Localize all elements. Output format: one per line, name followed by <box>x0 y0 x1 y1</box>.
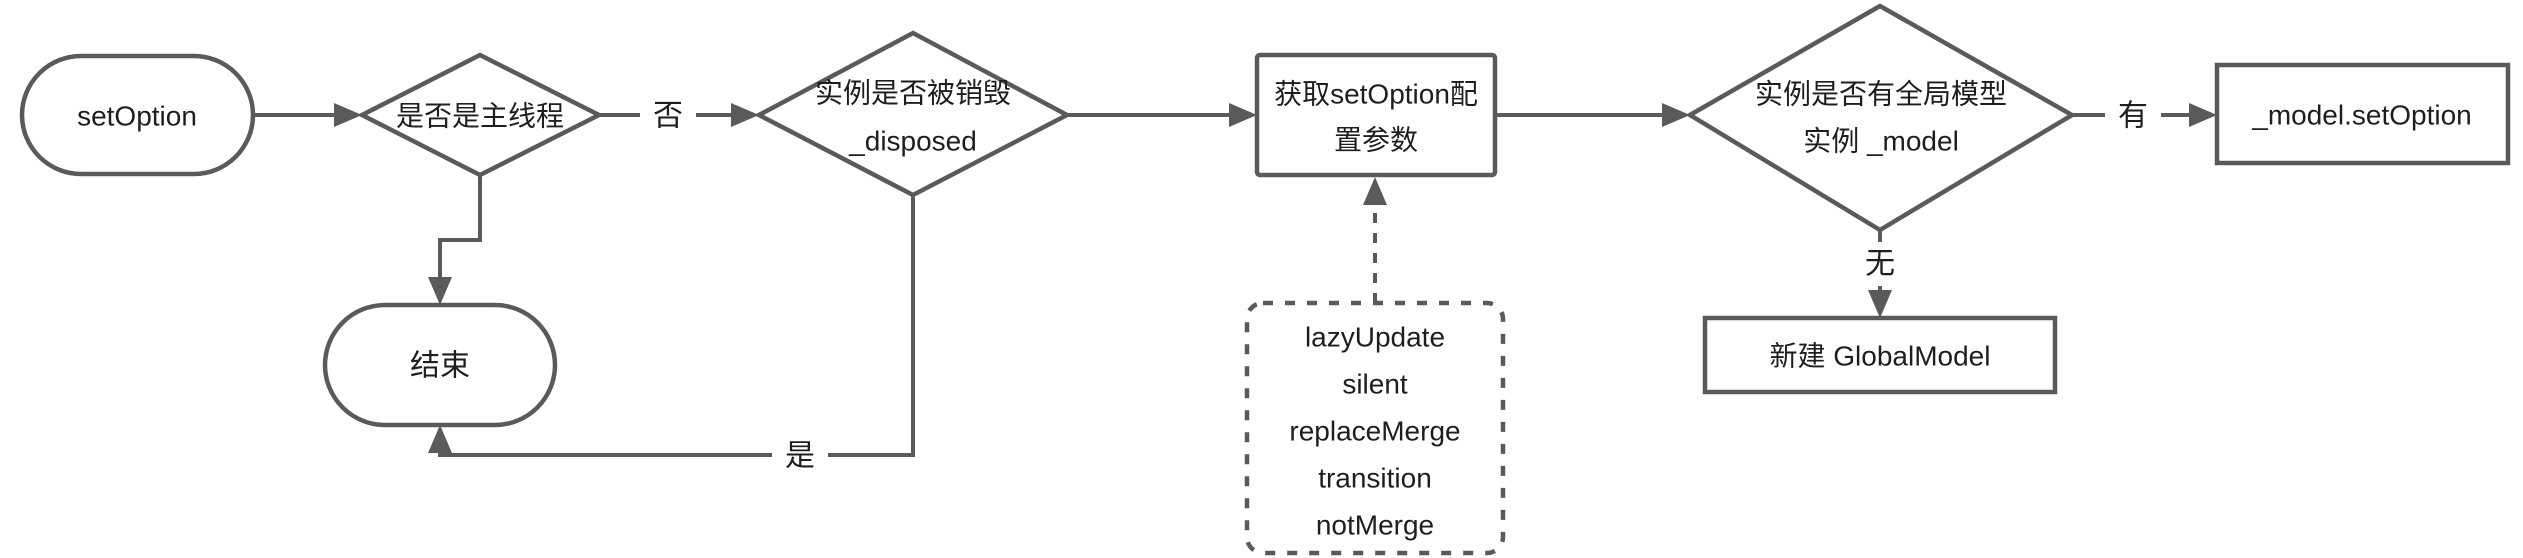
note-item-transition: transition <box>1318 463 1432 494</box>
edge-get-config-to-global-model <box>1495 103 1690 127</box>
process-box <box>1702 315 2058 395</box>
note-item-lazyupdate: lazyUpdate <box>1305 322 1445 353</box>
arrowhead-right-icon <box>334 103 362 127</box>
arrowhead-down-icon <box>1868 290 1892 318</box>
arrowhead-right-icon <box>731 103 759 127</box>
node-terminal-end: 结束 <box>322 302 558 428</box>
edge-label-none-background <box>1852 242 1908 286</box>
decision-diamond <box>1685 3 2077 233</box>
arrowhead-right-icon <box>1229 103 1257 127</box>
edge-label-no: 否 <box>653 100 683 133</box>
node-start-label: setOption <box>77 101 197 132</box>
edge-start-to-main-thread <box>253 103 362 127</box>
arrowhead-up-icon <box>1363 177 1387 205</box>
node-get-config-label-line1: 获取setOption配 <box>1274 79 1478 110</box>
node-main-thread-label: 是否是主线程 <box>396 101 564 132</box>
node-disposed-label-line2: _disposed <box>848 126 977 157</box>
node-model-setoption-label: _model.setOption <box>2251 100 2471 131</box>
edge-main-thread-down-to-end <box>428 175 482 305</box>
edge-label-yes-background <box>772 434 828 478</box>
edge-disposed-to-get-config <box>1067 103 1257 127</box>
node-disposed-label-line1: 实例是否被销毁 <box>815 78 1011 109</box>
terminal-pill <box>322 302 558 428</box>
arrowhead-right-icon <box>2189 103 2217 127</box>
edge-label-no-background <box>640 94 696 138</box>
note-dashed-border <box>1244 300 1506 556</box>
terminal-pill <box>19 53 256 177</box>
edge-label-yes: 是 <box>785 440 815 473</box>
node-process-model-setoption: _model.setOption <box>2214 62 2511 166</box>
node-decision-global-model: 实例是否有全局模型 实例 _model <box>1685 3 2077 233</box>
node-global-model-label-line2: 实例 _model <box>1803 126 1959 157</box>
arrowhead-down-icon <box>428 277 452 305</box>
edge-main-thread-no-to-disposed: 否 <box>599 94 759 138</box>
edge-note-to-get-config <box>1363 177 1387 303</box>
node-process-new-globalmodel: 新建 GlobalModel <box>1702 315 2058 395</box>
arrowhead-up-icon <box>428 425 452 453</box>
node-process-get-config: 获取setOption配 置参数 <box>1254 52 1498 178</box>
decision-diamond <box>357 52 604 178</box>
edge-label-has-background <box>2105 94 2161 138</box>
note-options-box: lazyUpdate silent replaceMerge transitio… <box>1244 300 1506 556</box>
node-global-model-label-line1: 实例是否有全局模型 <box>1755 79 2007 110</box>
node-get-config-label-line2: 置参数 <box>1334 125 1418 156</box>
decision-diamond <box>754 30 1072 198</box>
node-new-globalmodel-label: 新建 GlobalModel <box>1770 341 1991 372</box>
edge-line <box>438 175 482 279</box>
edge-global-model-has-to-model-setoption: 有 <box>2072 94 2217 138</box>
node-decision-disposed: 实例是否被销毁 _disposed <box>754 30 1072 198</box>
edge-global-model-none-to-new-globalmodel: 无 <box>1852 230 1908 318</box>
node-end-label: 结束 <box>410 350 470 383</box>
edge-label-has: 有 <box>2118 100 2148 133</box>
process-box <box>2214 62 2511 166</box>
arrowhead-right-icon <box>1662 103 1690 127</box>
note-item-notmerge: notMerge <box>1316 510 1434 541</box>
edge-label-none: 无 <box>1865 248 1895 281</box>
process-box <box>1254 52 1498 178</box>
note-item-replacemerge: replaceMerge <box>1289 416 1460 447</box>
note-item-silent: silent <box>1342 369 1408 400</box>
node-terminal-start: setOption <box>19 53 256 177</box>
node-decision-main-thread: 是否是主线程 <box>357 52 604 178</box>
edge-disposed-yes-to-end: 是 <box>428 195 915 478</box>
